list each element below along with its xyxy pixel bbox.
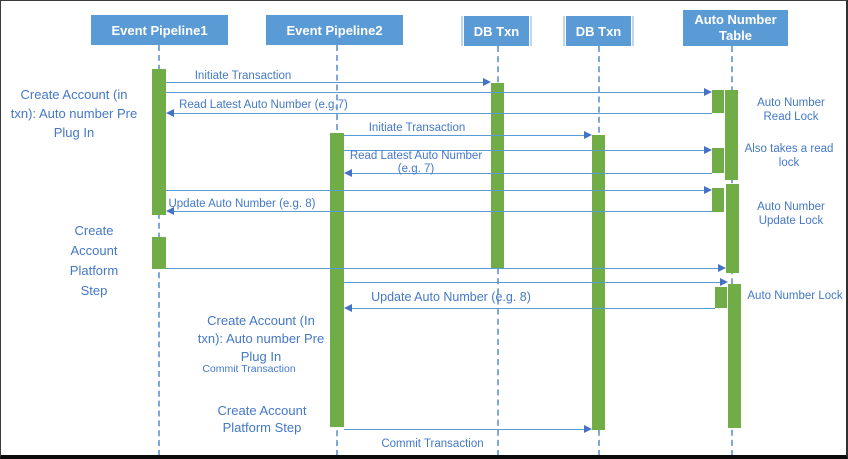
- actor-label: Event Pipeline1: [111, 22, 208, 38]
- msg-label-update-auto-number-1: Update Auto Number (e.g. 8): [168, 198, 316, 210]
- actor-db-txn-2: DB Txn: [566, 16, 631, 46]
- activation-ep1-platform-step: [152, 237, 166, 269]
- actor-label: DB Txn: [575, 23, 622, 39]
- msg-update-request-2-arrowhead: [720, 278, 728, 286]
- msg-read-request-1-arrowhead: [704, 88, 712, 96]
- actor-db-txn-1: DB Txn: [464, 16, 529, 46]
- msg-initiate-txn-2-arrowhead: [584, 131, 592, 139]
- msg-update-auto-number-1-arrowhead: [166, 207, 174, 215]
- actor-edge-tick: [563, 16, 565, 46]
- msg-update-request-1-arrowhead: [704, 186, 712, 194]
- note-create-account-platform-2: Create Account Platform Step: [217, 403, 307, 435]
- note-auto-number-lock: Auto Number Lock: [747, 290, 843, 302]
- msg-update-auto-number-1-line: [174, 211, 712, 212]
- msg-update-auto-number-2-line: [352, 308, 715, 309]
- actor-edge-tick: [632, 16, 634, 46]
- msg-read-latest-1-arrowhead: [166, 109, 174, 117]
- note-create-account-plugin-1: Create Account (in txn): Auto number Pre…: [10, 87, 138, 140]
- msg-commit-1-arrowhead: [718, 264, 726, 272]
- actor-label: Auto Number Table: [694, 12, 777, 43]
- msg-update-request-2-line: [344, 282, 720, 283]
- actor-edge-tick: [461, 16, 463, 46]
- msg-commit-1-line: [166, 268, 718, 269]
- activation-ep1-plugin: [152, 69, 166, 215]
- msg-initiate-txn-1-line: [166, 82, 483, 83]
- actor-auto-number-table: Auto Number Table: [683, 10, 788, 46]
- actor-edge-tick: [530, 16, 532, 46]
- note-create-account-platform-1: Create Account Platform Step: [69, 223, 119, 298]
- nested-activation-update-lock: [712, 188, 724, 212]
- msg-label-commit-transaction-1: Commit Transaction: [202, 363, 296, 375]
- note-auto-number-update-lock: Auto Number Update Lock: [757, 201, 825, 227]
- msg-initiate-txn-1-arrowhead: [483, 78, 491, 86]
- note-create-account-plugin-2: Create Account (In txn): Auto number Pre…: [197, 313, 325, 364]
- actor-label: Event Pipeline2: [286, 22, 383, 38]
- msg-label-initiate-transaction-2: Initiate Transaction: [368, 122, 466, 134]
- msg-read-latest-1-line: [174, 113, 712, 114]
- activation-db-txn-1: [491, 83, 504, 268]
- msg-label-update-auto-number-2: Update Auto Number (e.g. 8): [371, 290, 531, 304]
- activation-ep2: [330, 133, 344, 427]
- msg-read-request-2-line: [344, 150, 704, 151]
- nested-activation-auto-lock: [715, 287, 727, 308]
- actor-event-pipeline-2: Event Pipeline2: [266, 15, 403, 45]
- msg-read-request-2-arrowhead: [704, 146, 712, 154]
- msg-read-request-1-line: [166, 92, 705, 93]
- msg-commit-2-arrowhead: [584, 425, 592, 433]
- msg-initiate-txn-2-line: [344, 135, 584, 136]
- nested-activation-read-lock-2: [712, 148, 724, 173]
- msg-label-read-latest-auto-number-1: Read Latest Auto Number (e.g.7): [179, 99, 348, 111]
- msg-label-initiate-transaction-1: Initiate Transaction: [194, 70, 292, 82]
- note-auto-number-read-lock: Auto Number Read Lock: [757, 97, 825, 123]
- nested-activation-read-lock-1: [712, 90, 724, 113]
- msg-read-latest-2-line: [352, 173, 712, 174]
- activation-auto-table-update: [726, 184, 739, 273]
- msg-update-auto-number-2-arrowhead: [344, 304, 352, 312]
- msg-label-read-latest-auto-number-2: Read Latest Auto Number (e.g. 7): [349, 150, 483, 175]
- msg-update-request-1-line: [166, 190, 704, 191]
- msg-commit-2-line: [344, 429, 584, 430]
- activation-auto-table-read: [725, 90, 738, 180]
- actor-label: DB Txn: [473, 23, 520, 39]
- actor-event-pipeline-1: Event Pipeline1: [91, 15, 228, 45]
- note-also-takes-read-lock: Also takes a read lock: [744, 143, 834, 169]
- msg-read-latest-2-arrowhead: [344, 169, 352, 177]
- msg-label-commit-transaction-2: Commit Transaction: [381, 438, 484, 450]
- activation-auto-table-lock: [728, 284, 741, 428]
